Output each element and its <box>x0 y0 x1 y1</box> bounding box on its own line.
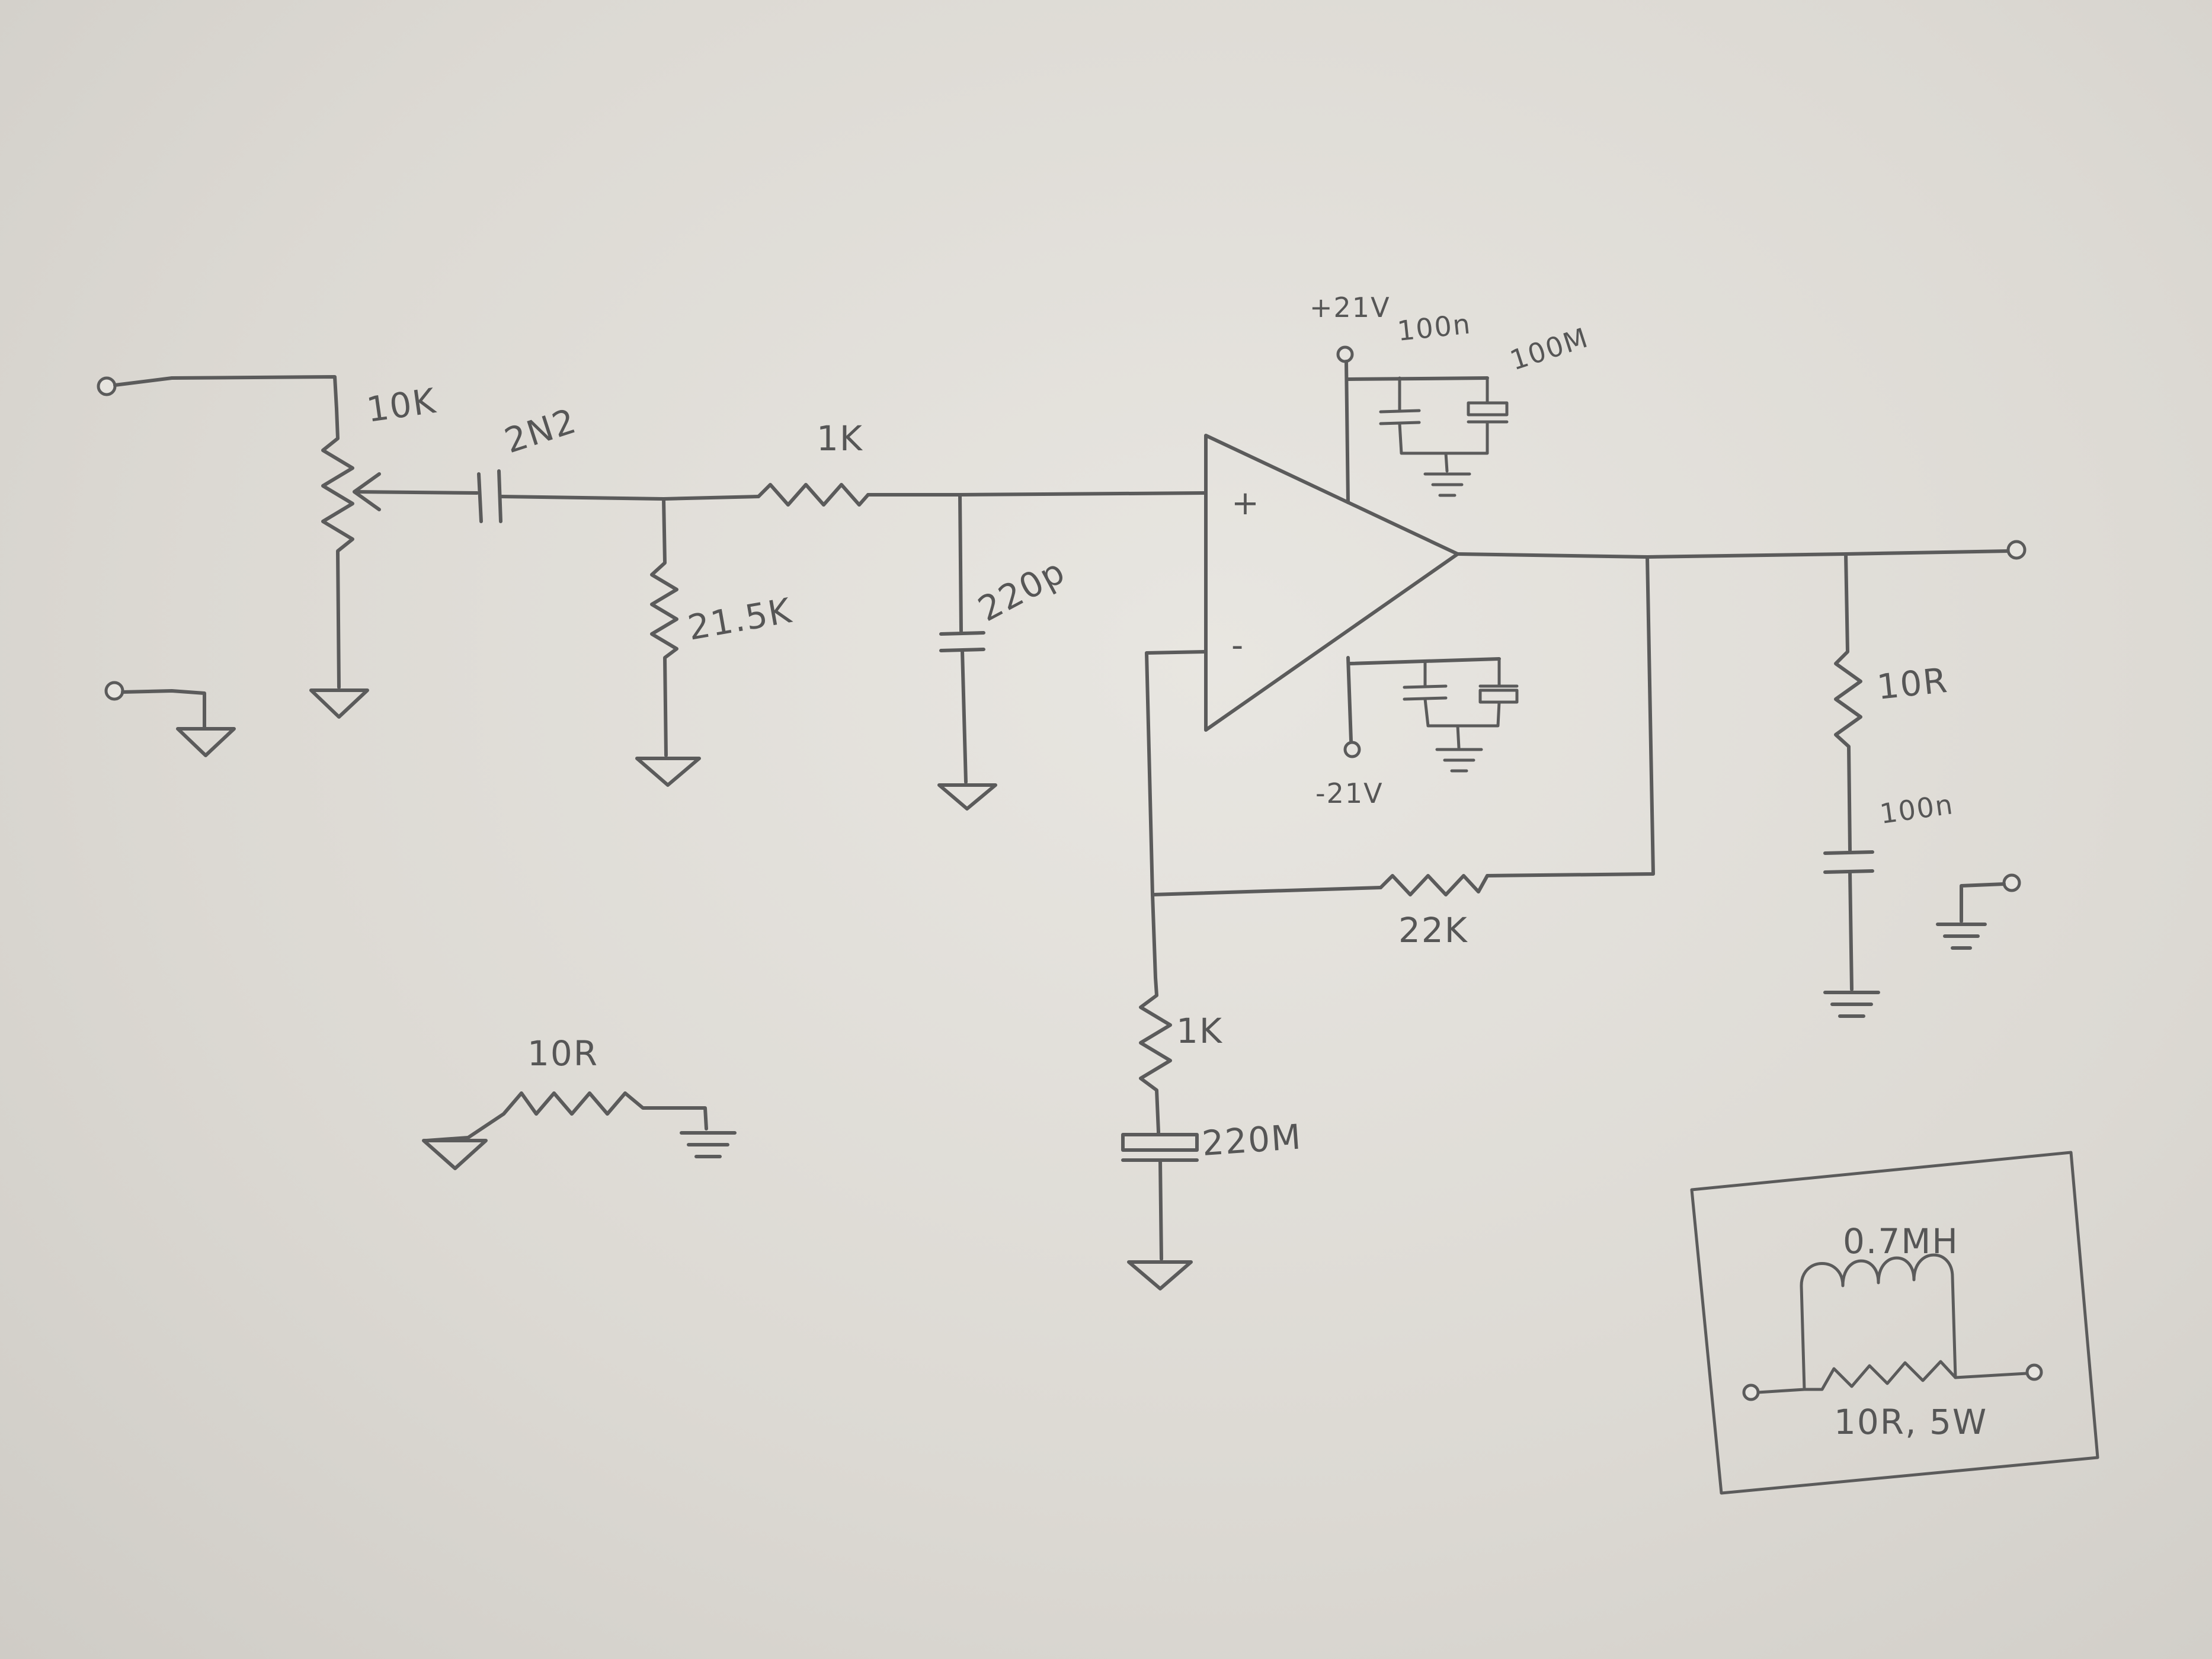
shunt-resistor <box>635 497 701 787</box>
wire-to-opamp-plus <box>866 491 1208 497</box>
positive-supply <box>1336 345 1509 504</box>
feedback-resistor <box>1379 874 1489 896</box>
wire-output <box>1456 549 2011 559</box>
zobel-capacitor-label: 100n <box>1878 788 1955 830</box>
negative-supply <box>1343 656 1519 773</box>
input-terminal-ground <box>104 681 236 757</box>
shunt-resistor-label: 21.5K <box>685 590 795 648</box>
negative-supply-label: -21V <box>1315 777 1384 809</box>
output-inductor-label: 0.7MH <box>1843 1221 1959 1261</box>
output-resistor-label: 10R, 5W <box>1834 1402 1987 1442</box>
gain-capacitor <box>1121 1130 1199 1290</box>
zobel-resistor-label: 10R <box>1875 660 1950 707</box>
feedback-wiring <box>1145 555 1655 979</box>
output-terminal <box>2006 540 2027 560</box>
gain-resistor-label: 1K <box>1176 1011 1223 1051</box>
opamp-minus-sign: - <box>1231 626 1243 665</box>
series-resistor-label: 1K <box>817 418 863 459</box>
ground-link-label: 10R <box>527 1033 598 1074</box>
zobel-resistor <box>1834 552 1862 852</box>
filter-capacitor <box>937 493 997 811</box>
series-resistor <box>757 483 870 507</box>
output-inductor-detail <box>1742 1253 2043 1401</box>
wire-wiper <box>353 490 479 495</box>
opamp-plus-sign: + <box>1231 484 1259 523</box>
decoupling-electrolytic-label: 100M <box>1506 321 1593 376</box>
gain-resistor <box>1139 976 1172 1133</box>
output-ground-terminal <box>1936 873 2021 950</box>
output-network-box <box>1690 1151 2099 1495</box>
pot-label: 10K <box>364 380 438 430</box>
decoupling-ceramic-label: 100n <box>1396 308 1473 347</box>
wire-cap-to-resistor <box>499 495 760 501</box>
gain-capacitor-label: 220M <box>1201 1116 1303 1164</box>
volume-potentiometer <box>309 407 381 719</box>
input-terminal-signal <box>97 375 338 411</box>
input-capacitor <box>477 469 502 523</box>
positive-supply-label: +21V <box>1310 292 1391 324</box>
input-capacitor-label: 2N2 <box>500 401 581 462</box>
feedback-resistor-label: 22K <box>1398 910 1468 950</box>
zobel-capacitor <box>1823 850 1880 1018</box>
ground-link-resistor <box>422 1091 737 1170</box>
filter-capacitor-label: 220p <box>972 550 1072 629</box>
opamp-triangle <box>1204 434 1459 732</box>
